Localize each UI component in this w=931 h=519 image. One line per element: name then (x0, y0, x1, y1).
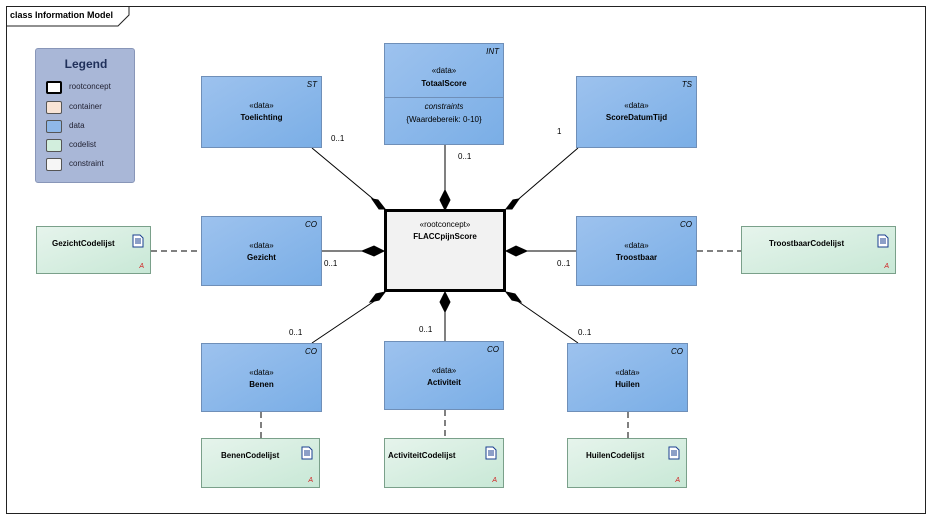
document-icon (668, 446, 680, 460)
class-toelichting[interactable]: ST «data» Toelichting (201, 76, 322, 148)
codelist-troostbaarcodelijst[interactable]: TroostbaarCodelijst A (741, 226, 896, 274)
abstract-badge-icon: A (492, 477, 497, 484)
document-icon (877, 234, 889, 248)
edge-benen (311, 299, 377, 344)
legend-label: constraint (69, 159, 104, 168)
multiplicity-gezicht: 0..1 (324, 259, 338, 268)
legend-swatch (46, 120, 62, 133)
stereotype-label: «data» (624, 101, 649, 110)
abstract-badge-icon: A (308, 477, 313, 484)
class-name: Huilen (615, 380, 640, 389)
codelist-gezichtcodelijst[interactable]: GezichtCodelijst A (36, 226, 151, 274)
diamond-huilen (504, 291, 523, 303)
diamond-scoredatumtijd (504, 198, 521, 210)
codelist-activiteitcodelijst[interactable]: ActiviteitCodelijst A (384, 438, 504, 488)
type-tag: CO (305, 347, 317, 356)
diamond-troostbaar (504, 245, 529, 257)
class-name: Toelichting (240, 113, 283, 122)
type-tag: TS (681, 80, 692, 89)
stereotype-label: «data» (249, 101, 274, 110)
legend-swatch (46, 139, 62, 152)
multiplicity-scoredatumtijd: 1 (557, 127, 562, 136)
stereotype-label: «data» (615, 368, 640, 377)
legend-swatch (46, 101, 62, 114)
legend-swatch (46, 81, 62, 94)
codelist-name: ActiviteitCodelijst (388, 451, 456, 460)
codelist-huilencodelijst[interactable]: HuilenCodelijst A (567, 438, 687, 488)
multiplicity-troostbaar: 0..1 (557, 259, 571, 268)
legend-label: data (69, 121, 85, 130)
stereotype-label: «data» (249, 241, 274, 250)
type-tag: CO (680, 220, 692, 229)
abstract-badge-icon: A (675, 477, 680, 484)
stereotype-label: «data» (431, 366, 457, 375)
class-huilen[interactable]: CO «data» Huilen (567, 343, 688, 412)
diamond-gezicht (360, 245, 386, 257)
class-benen[interactable]: CO «data» Benen (201, 343, 322, 412)
legend-swatch (46, 158, 62, 171)
multiplicity-activiteit: 0..1 (419, 325, 433, 334)
type-tag: CO (487, 345, 499, 354)
diamond-toelichting (370, 198, 387, 210)
diamond-totaalscore (439, 188, 451, 212)
class-name: Activiteit (427, 378, 461, 387)
type-tag: CO (671, 347, 683, 356)
diamond-benen (368, 291, 387, 303)
class-troostbaar[interactable]: CO «data» Troostbaar (576, 216, 697, 286)
type-tag: CO (305, 220, 317, 229)
codelist-name: BenenCodelijst (221, 451, 280, 460)
legend-label: rootconcept (69, 82, 111, 91)
stereotype-label: «data» (624, 241, 649, 250)
stereotype-label: «data» (431, 66, 457, 75)
legend-label: container (69, 102, 102, 111)
document-icon (301, 446, 313, 460)
stereotype-label: «data» (249, 368, 274, 377)
legend-label: codelist (69, 140, 97, 149)
constraint-text: {Waardebereik: 0-10} (406, 115, 482, 124)
codelist-name: GezichtCodelijst (52, 239, 115, 248)
diamond-activiteit (439, 290, 451, 314)
legend-title: Legend (64, 57, 108, 71)
class-name: Benen (249, 380, 274, 389)
multiplicity-benen: 0..1 (289, 328, 303, 337)
edge-toelichting (311, 147, 379, 204)
class-activiteit[interactable]: CO «data» Activiteit (384, 341, 504, 410)
class-name: Gezicht (247, 253, 276, 262)
compartment-divider (385, 97, 503, 98)
codelist-name: HuilenCodelijst (586, 451, 645, 460)
frame-label: class Information Model (10, 10, 114, 20)
codelist-benencodelijst[interactable]: BenenCodelijst A (201, 438, 320, 488)
abstract-badge-icon: A (884, 263, 889, 270)
abstract-badge-icon: A (139, 263, 144, 270)
class-name: Troostbaar (615, 253, 658, 262)
class-name: TotaalScore (421, 79, 467, 88)
multiplicity-totaalscore: 0..1 (458, 152, 472, 161)
edge-huilen (515, 299, 579, 344)
codelist-name: TroostbaarCodelijst (769, 239, 845, 248)
type-tag: INT (486, 47, 499, 56)
legend: Legend rootconcept container data codeli… (35, 48, 135, 183)
multiplicity-toelichting: 0..1 (331, 134, 345, 143)
diagram-frame (6, 6, 926, 514)
class-flaccpijnscore[interactable]: «rootconcept» FLACCpijnScore (384, 209, 506, 292)
class-name: ScoreDatumTijd (605, 113, 668, 122)
class-scoredatumtijd[interactable]: TS «data» ScoreDatumTijd (576, 76, 697, 148)
multiplicity-huilen: 0..1 (578, 328, 592, 337)
edge-scoredatumtijd (513, 147, 579, 204)
document-icon (485, 446, 497, 460)
type-tag: ST (306, 80, 317, 89)
class-totaalscore[interactable]: INT «data» TotaalScore constraints {Waar… (384, 43, 504, 145)
class-gezicht[interactable]: CO «data» Gezicht (201, 216, 322, 286)
class-name: FLACCpijnScore (413, 232, 477, 241)
document-icon (132, 234, 144, 248)
constraints-header: constraints (424, 102, 464, 111)
stereotype-label: «rootconcept» (419, 220, 471, 229)
